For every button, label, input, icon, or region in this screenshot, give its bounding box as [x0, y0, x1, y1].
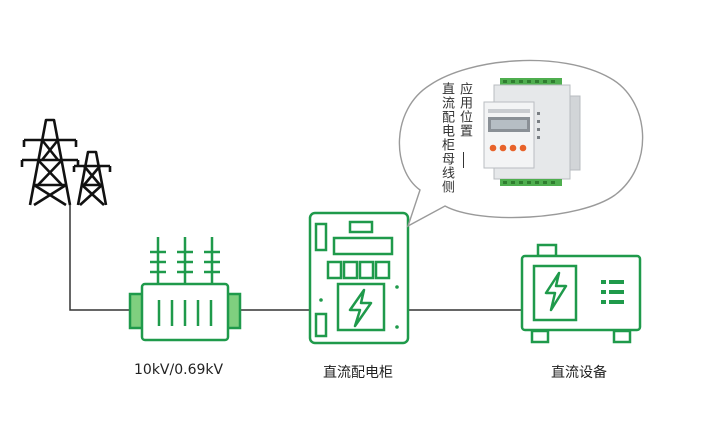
- callout-heading: 应用位置: [457, 82, 472, 138]
- transformer-icon: [128, 237, 242, 342]
- connection-lines: [69, 205, 522, 311]
- meter-device-icon: [483, 78, 581, 186]
- callout-location: 直流配电柜母线侧: [439, 82, 454, 194]
- equipment-label: 直流设备: [551, 365, 607, 381]
- callout-divider: [463, 152, 464, 168]
- dc-equipment-icon: [520, 243, 642, 344]
- power-tower-icon: [20, 118, 112, 207]
- dc-cabinet-icon: [308, 211, 410, 345]
- cabinet-label: 直流配电柜: [323, 365, 393, 381]
- lightning-icon: [348, 288, 373, 328]
- transformer-label: 10kV/0.69kV: [134, 362, 224, 378]
- lightning-icon: [544, 271, 568, 312]
